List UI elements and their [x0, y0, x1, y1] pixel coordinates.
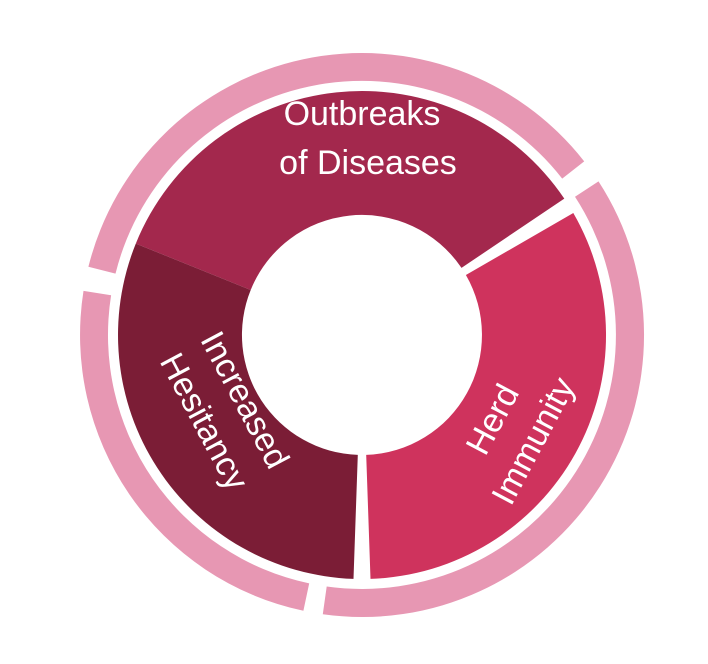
center-hole: [250, 223, 474, 447]
label-outbreaks-line1: Outbreaks: [284, 95, 441, 133]
segment-outbreaks-of-diseases: [135, 91, 565, 290]
segment-increased-hesitancy: [118, 243, 358, 579]
label-outbreaks-line2: of Diseases: [279, 144, 457, 182]
outer-ring-herd: [322, 181, 645, 618]
segment-herd-immunity: [366, 213, 607, 579]
outer-ring-hesitancy: [80, 290, 310, 611]
outer-ring-outbreaks: [88, 53, 585, 274]
